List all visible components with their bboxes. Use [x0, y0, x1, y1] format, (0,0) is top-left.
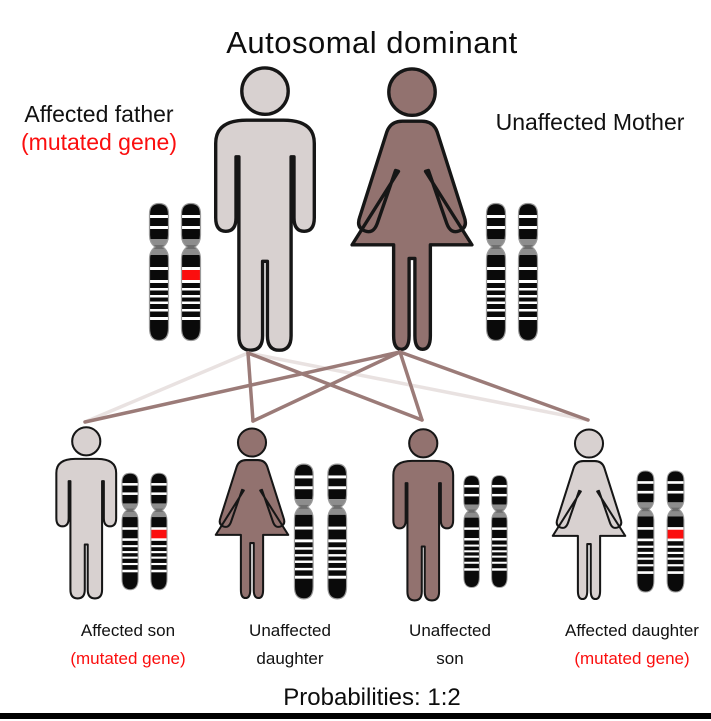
child-label-line1: Affected son — [80, 621, 176, 640]
child-label-line2: daughter — [256, 649, 324, 668]
mother-label: Unaffected Mother — [496, 108, 685, 136]
affected-son-chromosome-pair-icon — [119, 462, 170, 601]
page-title: Autosomal dominant — [226, 25, 518, 60]
unaffected-daughter-chromosome-pair-icon — [291, 462, 350, 601]
child-label-line1: Unaffected — [409, 621, 491, 640]
affected-daughter-chromosome-pair-icon — [634, 462, 687, 601]
unaffected-daughter-female-figure-icon — [214, 427, 290, 600]
father-male-figure-icon — [214, 66, 316, 352]
affected-daughter-label: Affected daughter (mutated gene) — [565, 617, 699, 673]
father-mutated-gene-text: (mutated gene) — [21, 129, 177, 155]
bottom-border-bar — [0, 713, 711, 719]
mother-label-text: Unaffected Mother — [495, 109, 685, 135]
father-label-text: Affected father — [24, 101, 174, 127]
inheritance-lines — [83, 350, 590, 424]
affected-daughter-female-figure-icon — [551, 428, 627, 601]
child-label-line2: son — [436, 649, 464, 668]
affected-son-label: Affected son (mutated gene) — [70, 617, 185, 673]
affected-son-male-figure-icon — [55, 426, 118, 600]
unaffected-son-male-figure-icon — [392, 428, 455, 602]
unaffected-son-chromosome-pair-icon — [461, 462, 510, 601]
child-mutated-gene-text: (mutated gene) — [574, 649, 690, 668]
mother-female-figure-icon — [350, 67, 474, 351]
unaffected-daughter-label: Unaffected daughter — [249, 617, 331, 673]
father-label: Affected father (mutated gene) — [21, 100, 177, 156]
mother-chromosome-pair-icon — [483, 202, 541, 342]
probabilities-label: Probabilities: 1:2 — [283, 684, 461, 711]
child-mutated-gene-text: (mutated gene) — [70, 649, 186, 668]
father-chromosome-pair-icon — [146, 202, 204, 342]
child-label-line1: Unaffected — [249, 621, 331, 640]
child-label-line1: Affected daughter — [565, 621, 699, 640]
unaffected-son-label: Unaffected son — [409, 617, 491, 673]
